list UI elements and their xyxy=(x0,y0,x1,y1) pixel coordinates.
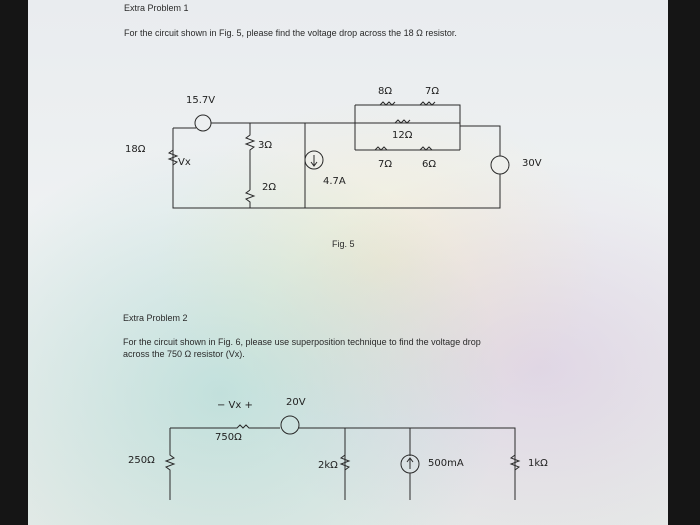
fig6-resistor-1k xyxy=(509,454,521,471)
fig5-resistor-8 xyxy=(379,101,396,106)
fig5-label-vx: Vx xyxy=(178,157,191,168)
problem1-statement: For the circuit shown in Fig. 5, please … xyxy=(124,28,457,38)
fig5-label-15-7v: 15.7V xyxy=(186,95,215,106)
fig5-resistor-7b xyxy=(374,146,388,151)
fig5-current-source xyxy=(304,150,324,170)
fig6-resistor-750 xyxy=(170,424,280,429)
fig5-label-30v: 30V xyxy=(522,158,542,169)
fig6-label-2k: 2kΩ xyxy=(318,460,338,471)
fig6-voltage-source-20 xyxy=(280,415,300,435)
fig5-resistor-6 xyxy=(419,146,433,151)
problem2-statement-line2: across the 750 Ω resistor (Vx). xyxy=(123,349,245,359)
fig5-caption: Fig. 5 xyxy=(332,239,355,249)
paper-sheet xyxy=(28,0,668,525)
fig5-label-3: 3Ω xyxy=(258,140,272,151)
fig5-label-4-7a: 4.7A xyxy=(323,176,346,187)
fig6-label-vx: − Vx + xyxy=(217,400,253,411)
fig6-label-20v: 20V xyxy=(286,397,306,408)
fig5-resistor-7a xyxy=(419,101,436,106)
fig6-label-1k: 1kΩ xyxy=(528,458,548,469)
problem1-heading: Extra Problem 1 xyxy=(124,3,189,13)
fig6-label-250: 250Ω xyxy=(128,455,155,466)
problem2-heading: Extra Problem 2 xyxy=(123,313,188,323)
fig5-label-2: 2Ω xyxy=(262,182,276,193)
fig5-resistor-3 xyxy=(244,123,256,190)
fig5-voltage-source-top xyxy=(194,114,212,132)
fig5-resistor-18 xyxy=(167,149,179,166)
fig5-circuit xyxy=(167,101,510,209)
fig5-label-6: 6Ω xyxy=(422,159,436,170)
fig6-resistor-2k xyxy=(339,454,351,471)
fig6-label-500ma: 500mA xyxy=(428,458,464,469)
fig5-label-8: 8Ω xyxy=(378,86,392,97)
problem2-statement-line1: For the circuit shown in Fig. 6, please … xyxy=(123,337,481,347)
fig5-label-7b: 7Ω xyxy=(378,159,392,170)
fig6-resistor-250 xyxy=(164,428,176,500)
fig5-voltage-source-30 xyxy=(490,155,510,175)
fig6-label-750: 750Ω xyxy=(215,432,242,443)
fig5-label-7a: 7Ω xyxy=(425,86,439,97)
fig6-circuit xyxy=(164,415,521,500)
fig5-label-12: 12Ω xyxy=(392,130,413,141)
fig5-resistor-2 xyxy=(244,189,256,208)
fig5-label-18: 18Ω xyxy=(125,144,146,155)
